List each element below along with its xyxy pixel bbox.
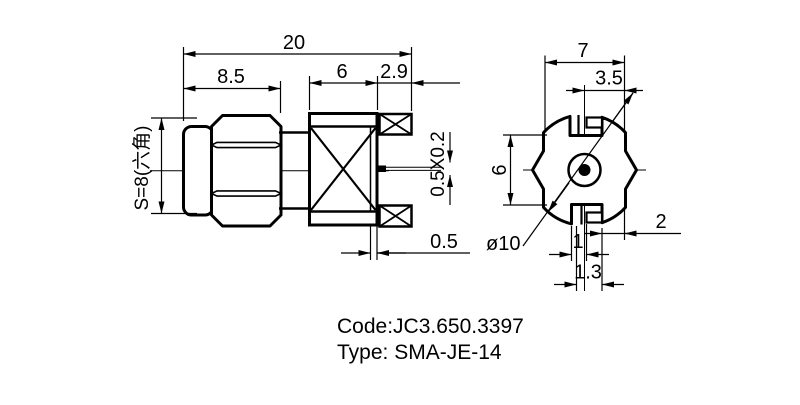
dim-1-label: 1 [572, 231, 583, 253]
end-view: 7 3.5 6 ø10 2 1 1.3 [486, 40, 681, 291]
dim-dia-label: ø10 [486, 233, 520, 255]
dimension-lines-end [503, 55, 681, 291]
part-type-text: Type: SMA-JE-14 [337, 341, 502, 364]
dimension-labels-end: 7 3.5 6 ø10 2 1 1.3 [486, 40, 667, 284]
dim-hex-label: S=8(六角) [131, 126, 153, 211]
coupling-ring [182, 125, 215, 217]
hex-flat-edge-upper [209, 141, 283, 149]
hex-flat-edge-lower [209, 190, 283, 197]
dim-3p5-label: 3.5 [595, 68, 623, 90]
bottom-slot-step [585, 211, 604, 224]
dim-2-label: 2 [655, 211, 666, 233]
dim-7-label: 7 [577, 40, 588, 62]
center-pin-dot [578, 164, 591, 176]
dim-6-label: 6 [336, 61, 347, 83]
pcb-tab-top [378, 112, 413, 136]
center-pin [378, 165, 386, 172]
dim-8p5-label: 8.5 [217, 66, 245, 88]
dim-dia-arrow-upper [611, 92, 634, 123]
hex-body [210, 114, 283, 228]
dim-dia-arrow-lower [547, 182, 570, 213]
block-cross [310, 127, 377, 211]
side-view: 20 8.5 6 2.9 S=8(六角) 0.5X0.2 0.5 [131, 32, 470, 260]
dim-1p3-label: 1.3 [574, 262, 602, 284]
dimension-lines-side [151, 47, 470, 260]
dim-20-label: 20 [283, 32, 305, 54]
footer-text: Code:JC3.650.3397 Type: SMA-JE-14 [337, 315, 524, 364]
top-slot-step [585, 116, 604, 129]
part-code-text: Code:JC3.650.3397 [337, 315, 524, 338]
dim-0p5-label: 0.5 [430, 231, 458, 253]
dim-2p9-label: 2.9 [380, 61, 408, 83]
pcb-tab-bottom [378, 204, 413, 228]
dimension-labels-side: 20 8.5 6 2.9 S=8(六角) 0.5X0.2 0.5 [131, 32, 458, 253]
dim-6end-label: 6 [489, 164, 511, 175]
dim-pin-label: 0.5X0.2 [428, 131, 449, 197]
